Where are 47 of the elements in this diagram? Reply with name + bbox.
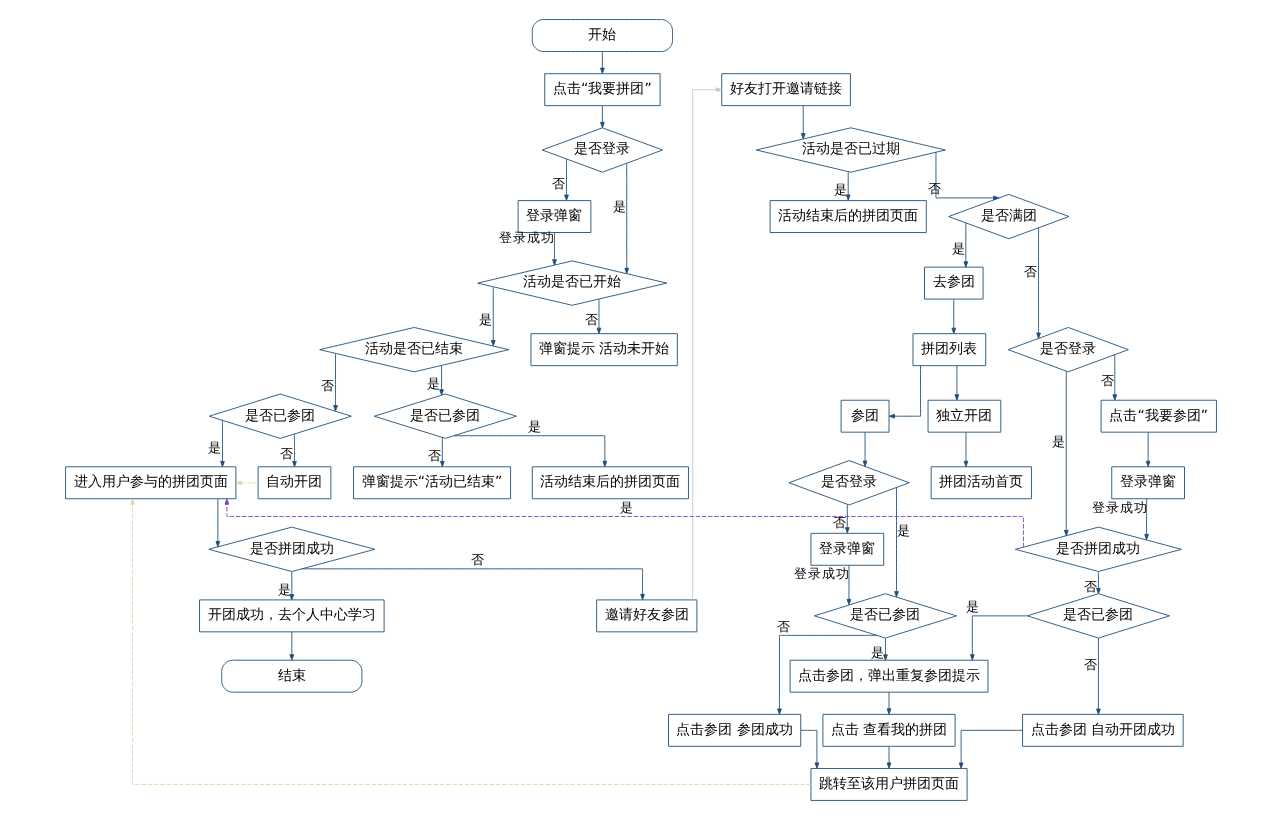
arrow <box>887 365 920 419</box>
arrow <box>1035 227 1040 339</box>
arrow <box>950 298 956 334</box>
arrow <box>962 222 968 268</box>
arrow <box>300 568 644 601</box>
arrow <box>288 571 294 601</box>
arrow <box>691 87 722 601</box>
arrow <box>953 365 959 401</box>
arrow <box>861 431 867 467</box>
arrow <box>623 162 629 275</box>
arrow <box>489 286 495 347</box>
arrow <box>799 105 805 140</box>
arrow <box>551 232 556 266</box>
arrow <box>845 565 851 606</box>
arrow <box>844 171 850 201</box>
arrow <box>1095 637 1100 715</box>
arrow <box>885 692 891 715</box>
arrow <box>1062 370 1068 537</box>
arrow <box>599 105 604 129</box>
arrow <box>776 634 877 715</box>
arrow <box>288 631 294 661</box>
arrow <box>934 151 999 201</box>
arrow <box>799 729 819 769</box>
arrow <box>1144 431 1150 467</box>
arrow <box>882 637 887 661</box>
arrow <box>219 420 224 468</box>
arrow <box>214 498 220 548</box>
arrow <box>332 353 337 412</box>
arrow <box>885 746 891 769</box>
arrow <box>129 498 811 785</box>
arrow <box>969 615 1027 661</box>
arrow <box>291 433 296 468</box>
arrow <box>223 498 1023 548</box>
arrow <box>234 480 258 486</box>
arrow <box>599 51 604 74</box>
arrow <box>844 504 849 534</box>
arrow <box>957 729 1022 769</box>
arrow <box>1111 354 1117 401</box>
arrow <box>962 431 968 467</box>
arrow <box>595 298 601 334</box>
arrow <box>1095 571 1100 595</box>
arrow <box>452 435 607 468</box>
arrow <box>1143 498 1148 541</box>
arrow <box>439 437 444 468</box>
arrow <box>438 365 443 396</box>
arrow <box>563 158 568 201</box>
arrow <box>893 487 898 598</box>
